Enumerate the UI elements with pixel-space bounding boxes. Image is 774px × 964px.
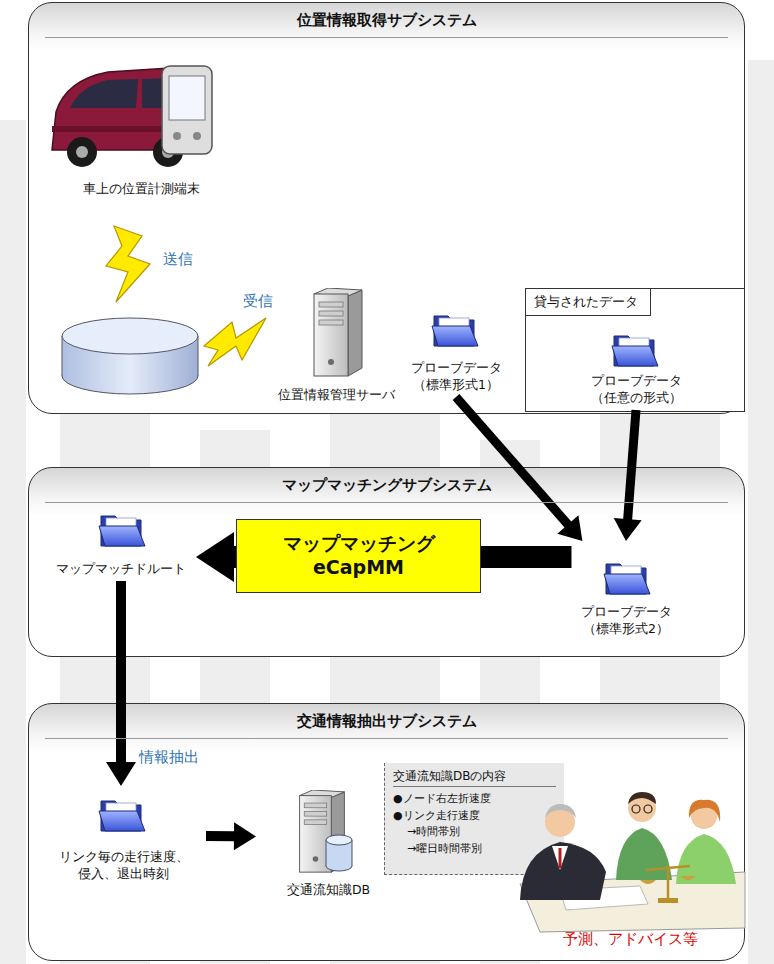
node-text: →時間帯別 (393, 824, 556, 841)
folder-icon (604, 564, 650, 594)
node-title: プローブデータ （標準形式1） (407, 360, 505, 394)
arrow-head (614, 518, 642, 541)
node-text: ●リンク走行速度 (393, 808, 556, 825)
node-text: ●ノード右左折速度 (393, 791, 556, 808)
arrow-shaft (628, 410, 636, 520)
node-title: 位置情報取得サブシステム (45, 3, 728, 38)
arrow-head (196, 532, 234, 582)
people-illustration (520, 792, 745, 932)
node-title: 交通流知識DBの内容 (393, 767, 556, 787)
node-title: リンク毎の走行速度、 侵入、退出時刻 (47, 849, 200, 883)
arrow-shaft (206, 831, 235, 841)
node-text: →曜日時間帯別 (393, 841, 556, 858)
arrow-head (557, 515, 582, 541)
node-title: マップマッチングサブシステム (45, 468, 728, 503)
node-title: 車上の位置計測端末 (47, 181, 235, 198)
arrow-connector (196, 532, 236, 582)
node-title: プローブデータ （標準形式2） (578, 604, 675, 638)
subsystem-panel: マップマッチングサブシステムマップマッチドルート マップマッチングeCapMM プロ… (28, 467, 745, 657)
folder-icon (612, 336, 658, 366)
database-icon (326, 835, 352, 871)
note-label: 予測、アドバイス等 (563, 930, 698, 949)
node-title: 貸与されたデータ (526, 289, 651, 316)
arrow-shaft (481, 546, 572, 568)
icon-node: リンク毎の走行速度、 侵入、退出時刻 (41, 786, 206, 886)
arrow-head (234, 822, 256, 850)
arrow-connector (106, 581, 136, 786)
process-box: マップマッチングeCapMM (236, 519, 481, 593)
signal-label: 送信 (163, 250, 193, 269)
folder-icon (432, 316, 478, 346)
node-title: マップマッチング (283, 532, 435, 556)
node-title: プローブデータ （任意の形式） (582, 373, 690, 407)
node-text: eCapMM (313, 556, 404, 580)
arrow-connector (206, 822, 256, 850)
arrow-shaft (116, 581, 126, 763)
folder-icon (99, 801, 145, 831)
disk-illustration (62, 318, 198, 394)
car-illustration (52, 66, 212, 167)
arrow-connector (481, 557, 572, 558)
server-icon (314, 288, 362, 376)
lightning-symbol (106, 226, 150, 302)
node-title: 交通情報抽出サブシステム (45, 704, 728, 739)
edge-label: 情報抽出 (139, 748, 199, 767)
folder-icon (99, 516, 145, 546)
node-title: 位置情報管理サーバ (272, 387, 400, 404)
arrow-shaft (456, 397, 569, 525)
node-title: マップマッチドルート (52, 561, 190, 578)
arrow-connector (456, 397, 582, 541)
lightning-symbol (204, 318, 266, 366)
node-title: 交通流知識DB (262, 882, 395, 899)
signal-label: 受信 (243, 292, 273, 311)
arrow-connector (614, 410, 642, 541)
arrow-head (106, 762, 136, 786)
